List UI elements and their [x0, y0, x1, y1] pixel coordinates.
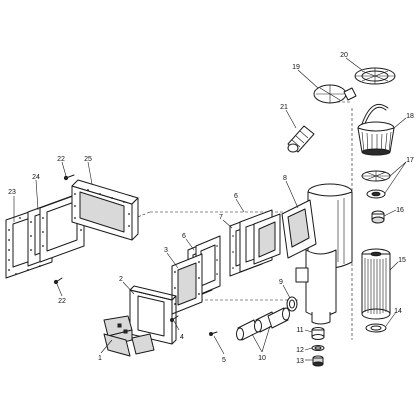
part-14-bottom-ring — [365, 323, 387, 333]
callout-22-lower: 22 — [58, 298, 66, 305]
part-22-screw-upper — [63, 174, 75, 181]
callout-17: 17 — [406, 157, 414, 164]
part-19-deflector — [313, 84, 357, 104]
part-18-basket — [357, 104, 395, 156]
part-12-washer — [311, 345, 325, 351]
part-13-drain-cap — [312, 355, 324, 367]
callout-20: 20 — [340, 52, 348, 59]
callout-labels: 1 2 3 4 5 6 6 7 8 9 10 11 12 13 14 15 16… — [8, 52, 414, 365]
callout-23: 23 — [8, 189, 16, 196]
callout-13: 13 — [296, 358, 304, 365]
part-9-o-ring — [286, 296, 298, 312]
part-2-face-plate — [129, 285, 177, 345]
part-21-threaded-adapter — [287, 125, 315, 153]
callout-8: 8 — [283, 175, 287, 182]
part-3-mounting-plate — [171, 253, 203, 315]
part-4-screw — [170, 315, 179, 322]
part-7-frame — [253, 213, 281, 265]
callout-24: 24 — [32, 174, 40, 181]
part-15-cartridge-filter — [361, 248, 391, 320]
callout-22-upper: 22 — [57, 156, 65, 163]
part-25-faceplate-frame — [71, 179, 139, 241]
part-22-screw-lower — [53, 277, 63, 285]
callout-9: 9 — [279, 279, 283, 286]
part-24-gasket-stack — [27, 191, 85, 267]
part-17-diffuser — [361, 170, 391, 199]
callout-7: 7 — [219, 214, 223, 221]
callout-4: 4 — [180, 334, 184, 341]
part-10-pipe-fittings — [236, 307, 290, 341]
callout-3: 3 — [164, 247, 168, 254]
callout-1: 1 — [98, 355, 102, 362]
callout-21: 21 — [280, 104, 288, 111]
callout-10: 10 — [258, 355, 266, 362]
callout-16: 16 — [396, 207, 404, 214]
part-20-lid — [354, 67, 396, 85]
callout-6-upper: 6 — [234, 193, 238, 200]
callout-19: 19 — [292, 64, 300, 71]
callout-15: 15 — [398, 257, 406, 264]
part-16-nut — [371, 210, 385, 224]
callout-2: 2 — [119, 276, 123, 283]
callout-14: 14 — [394, 308, 402, 315]
part-8-skimmer-body — [281, 183, 353, 325]
callout-5: 5 — [222, 357, 226, 364]
callout-18: 18 — [406, 113, 414, 120]
callout-12: 12 — [296, 347, 304, 354]
part-5-screw — [209, 331, 218, 336]
callout-6-lower: 6 — [182, 233, 186, 240]
part-1-weir-cover — [103, 315, 155, 357]
leader-lines — [13, 57, 407, 361]
callout-11: 11 — [296, 327, 303, 334]
part-11-plug — [311, 327, 325, 340]
callout-25: 25 — [84, 156, 92, 163]
